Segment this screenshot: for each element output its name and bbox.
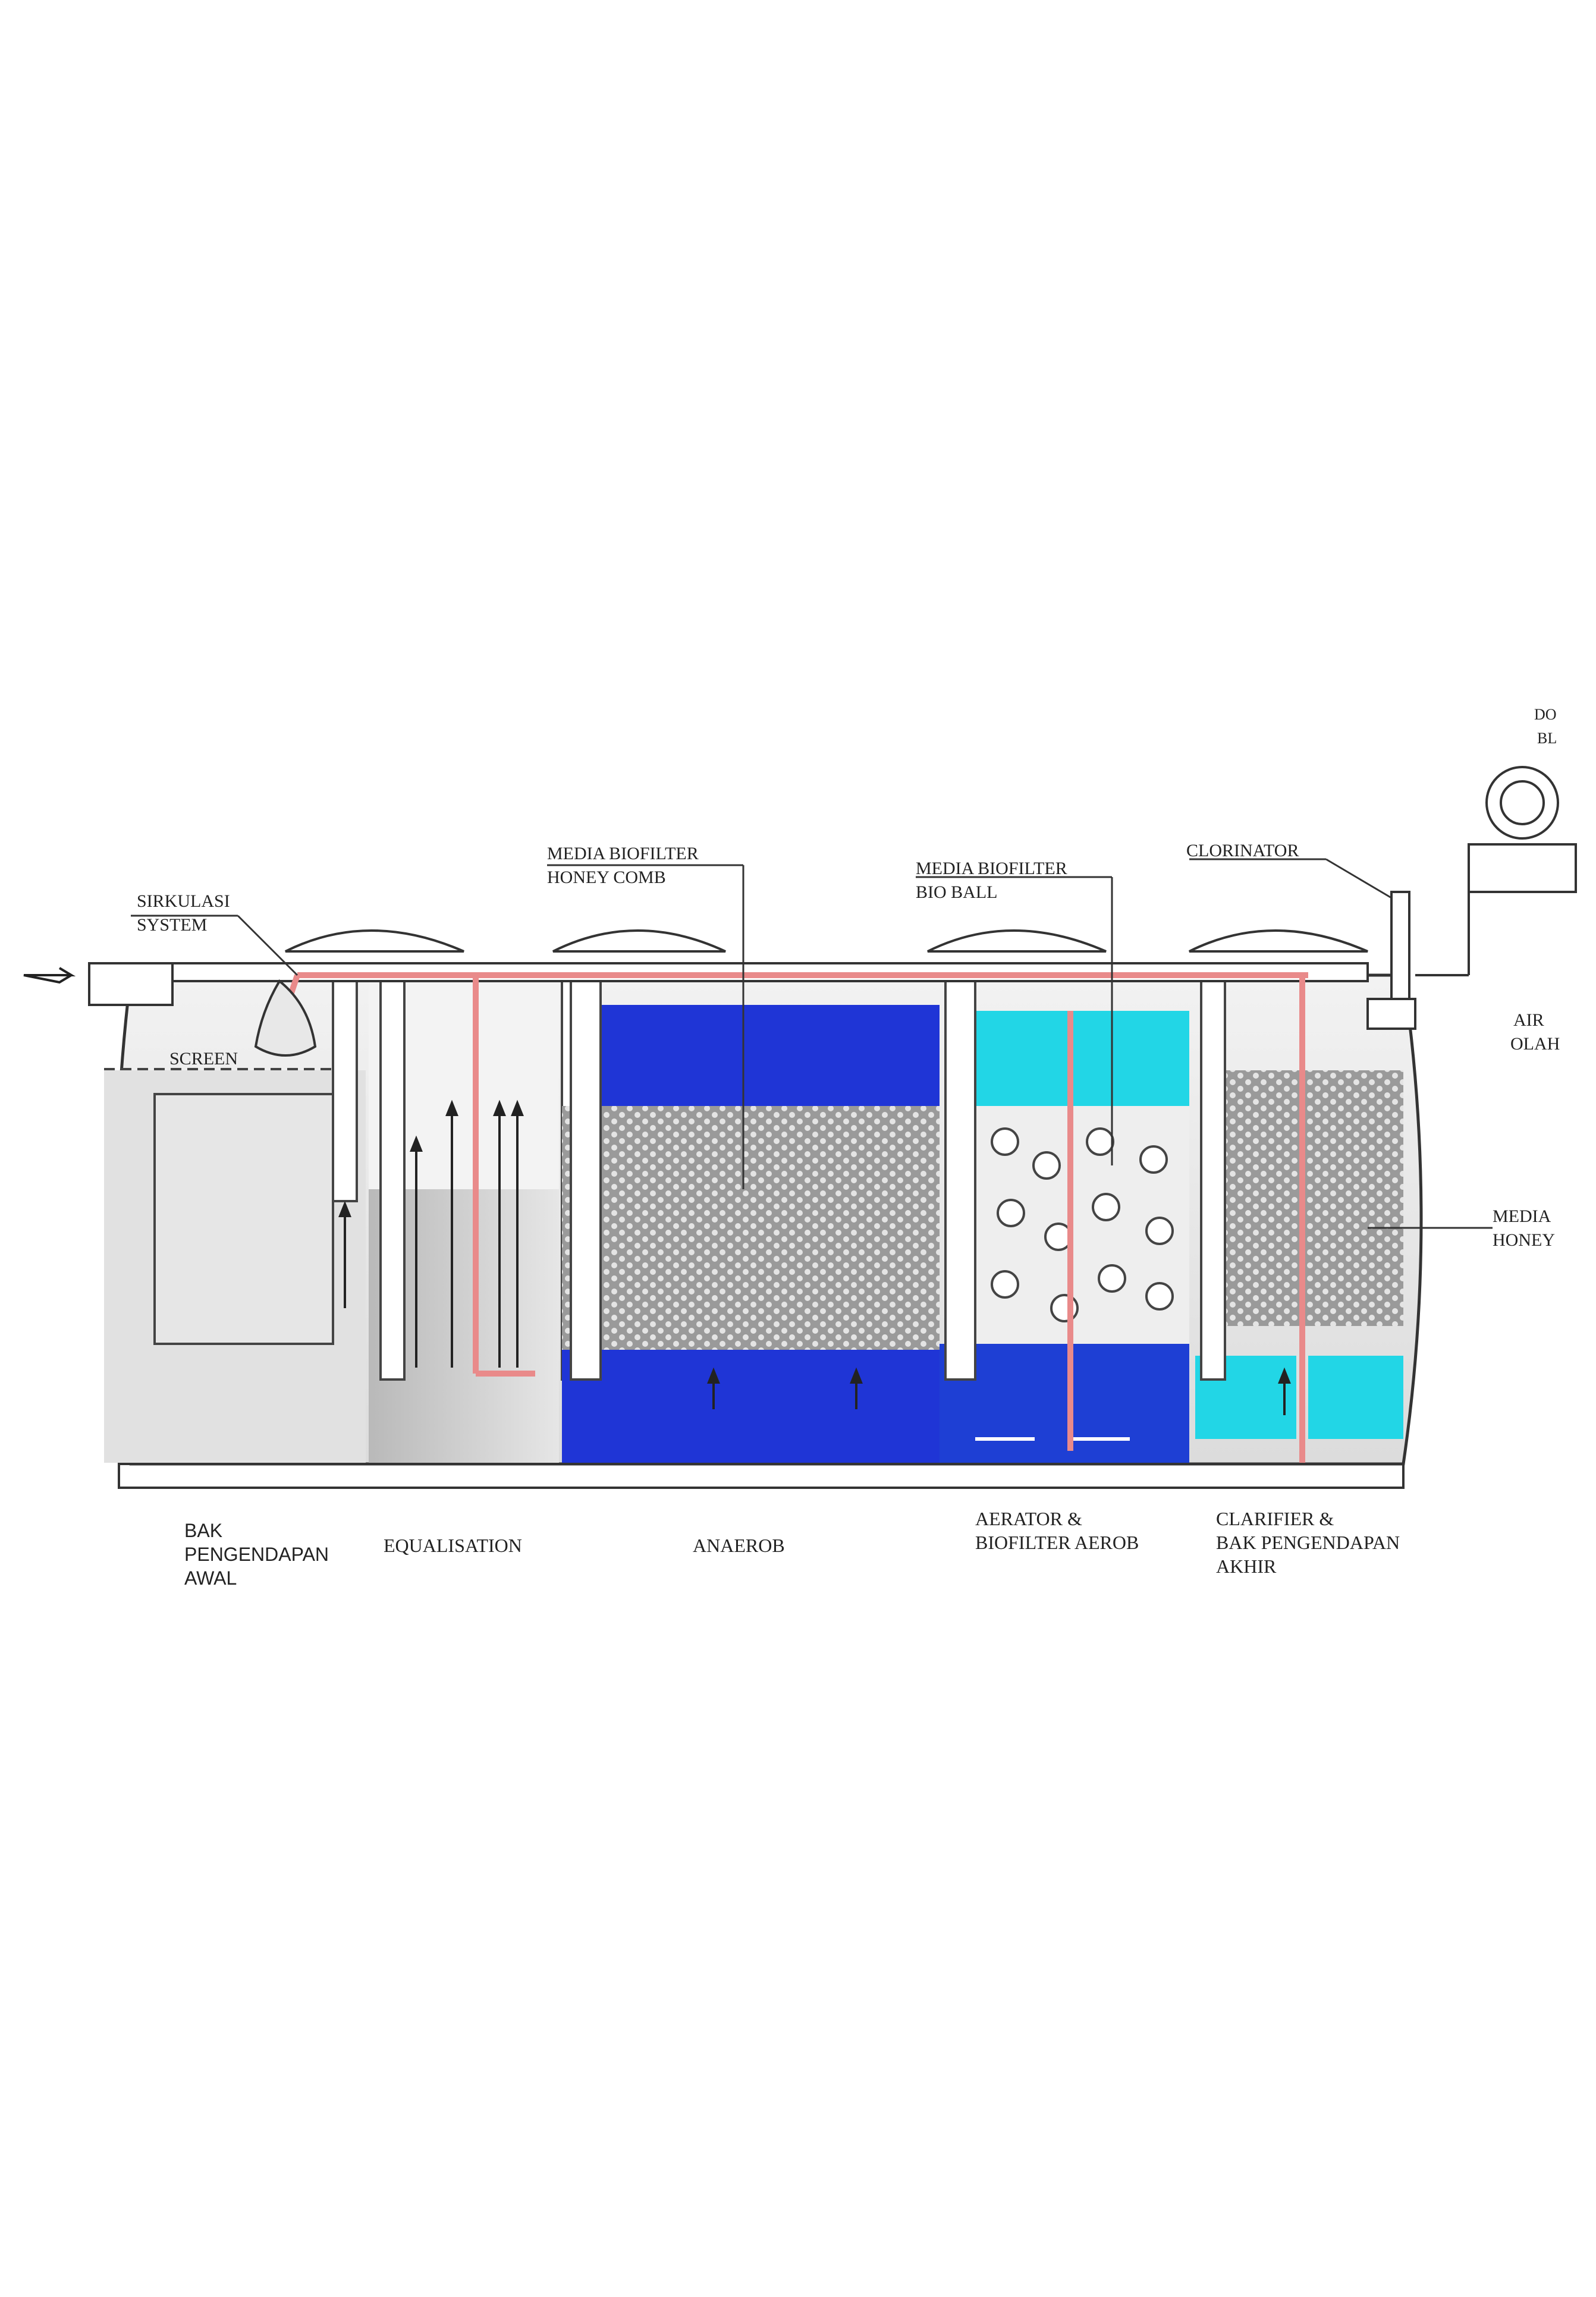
inlet-arrow [23,967,76,984]
zone-aerob-bottom-water [940,1344,1189,1463]
equalisation-baffle [379,974,406,1381]
bio-ball-group [991,1127,1174,1322]
anaerob-inner-baffle [570,974,602,1381]
bio-ball [991,1127,1019,1156]
zone-label-clarifier-1: CLARIFIER & [1216,1508,1334,1529]
manhole-3 [927,929,1107,953]
label-sirkulasi-1: SIRKULASI [137,891,230,911]
clorinator-unit [1390,891,1410,1012]
label-air-olah-2: OLAH [1510,1034,1560,1054]
zone-clarifier-cyan-right [1308,1356,1403,1439]
clarifier-baffle [1200,974,1226,1381]
label-do-blower-2: BL [1537,730,1557,747]
manhole-4 [1189,929,1368,953]
label-media-biofilter-bioball-1: MEDIA BIOFILTER [916,859,1067,878]
zone-anaerob-bottom-water [562,1350,940,1463]
outlet-box [1366,998,1416,1030]
label-clorinator: CLORINATOR [1186,841,1299,860]
label-air-olah-1: AIR [1513,1010,1544,1030]
bio-ball [1032,1151,1061,1180]
zone-label-anaerob: ANAEROB [693,1535,785,1556]
label-do-blower-1: DO [1534,706,1557,723]
zone-label-bak-1: BAK [184,1520,222,1541]
bio-ball [1050,1294,1079,1322]
zone-label-aerator-2: BIOFILTER AEROB [975,1532,1139,1553]
zone-aerob-top-water [975,1011,1189,1106]
zone-anaerob-top-water [601,1005,940,1106]
bio-ball [991,1270,1019,1299]
zone-label-equalisation: EQUALISATION [384,1535,522,1556]
label-screen: SCREEN [169,1049,238,1069]
settling-screen-box [153,1093,334,1345]
bio-ball [1092,1193,1120,1221]
label-media-biofilter-honeycomb-2: HONEY COMB [547,868,666,887]
flow-arrows [338,1099,1291,1415]
bio-ball [1145,1217,1174,1245]
blower [1415,766,1577,976]
zone-label-bak-3: AWAL [184,1567,237,1589]
zone-label-aerator-1: AERATOR & [975,1508,1082,1529]
base-plate [118,1463,1405,1489]
zone-anaerob-honeycomb-media [562,1106,940,1350]
bio-ball [1139,1145,1168,1174]
leader-lines [131,858,1493,1229]
inlet-baffle [332,974,358,1202]
label-sirkulasi-2: SYSTEM [137,915,207,935]
manholes [285,929,1368,953]
manhole-2 [552,929,726,953]
zone-label-clarifier-2: BAK PENGENDAPAN [1216,1532,1400,1553]
label-media-biofilter-bioball-2: BIO BALL [916,882,998,902]
label-media-honey-2: HONEY [1493,1230,1555,1250]
label-media-honey-1: MEDIA [1493,1206,1551,1226]
zone-label-bak-2: PENGENDAPAN [184,1544,329,1565]
sludge-bag-icon [254,979,317,1057]
blower-stand [1468,843,1577,893]
inlet-pipe [88,962,174,1006]
bio-ball [1098,1264,1126,1293]
zone-clarifier-honeycomb-media [1225,1070,1403,1326]
bio-ball [1145,1282,1174,1311]
label-media-biofilter-honeycomb-1: MEDIA BIOFILTER [547,844,699,863]
zone-label-clarifier-3: AKHIR [1216,1556,1277,1577]
bio-ball [997,1199,1025,1227]
manhole-1 [285,929,464,953]
aerob-baffle-left [944,974,976,1381]
circulation-pipes [282,972,1308,1463]
bio-ball [1086,1127,1114,1156]
